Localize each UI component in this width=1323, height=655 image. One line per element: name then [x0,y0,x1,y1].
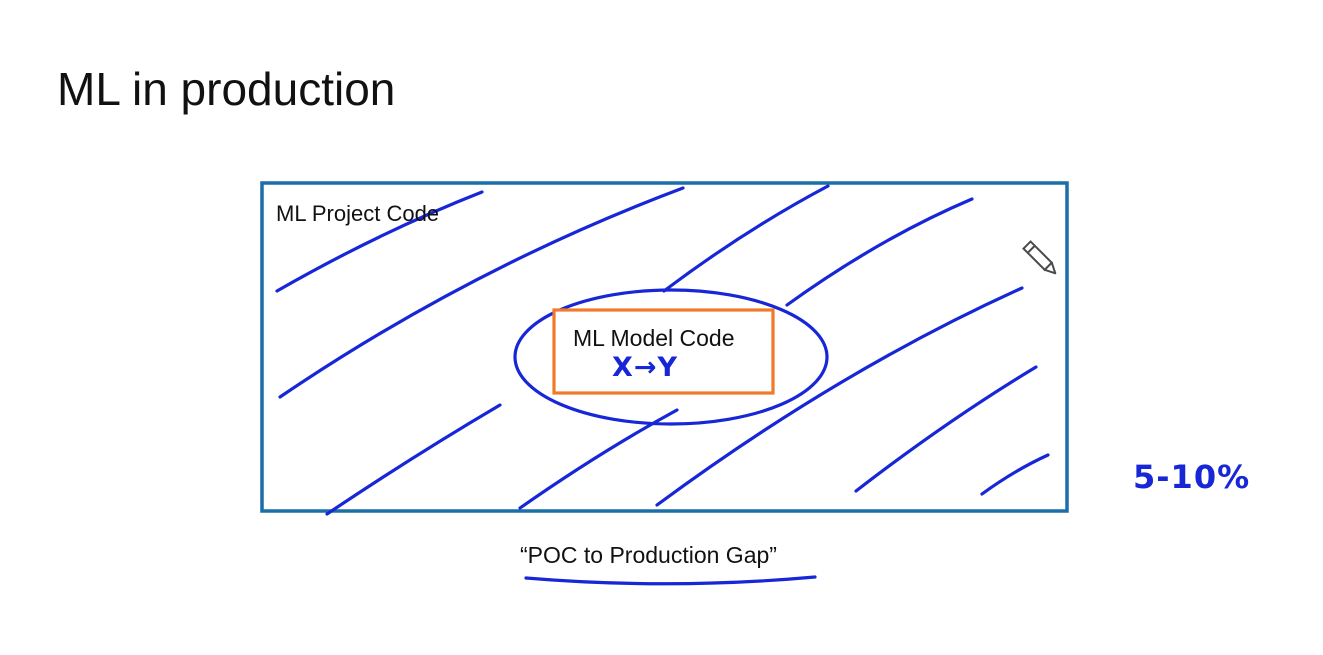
hatch-stroke [854,365,1038,493]
pencil-icon [1022,240,1057,275]
hatch-stroke [655,286,1024,507]
hatch-stroke [662,184,830,293]
hatch-stroke [275,190,484,293]
slide-title: ML in production [57,63,396,115]
hatch-stroke [518,408,679,510]
ml-project-code-label: ML Project Code [276,201,440,226]
ml-model-code-label: ML Model Code [573,325,735,351]
caption-underline [524,575,817,586]
model-code-ellipse [513,288,829,426]
hatch-stroke [325,403,502,516]
percentage-annotation: 5-10% [1133,458,1251,496]
hatch-stroke [980,453,1050,496]
ml-project-code-box [260,181,1069,513]
ml-model-code-box [552,308,775,395]
poc-gap-caption: “POC to Production Gap” [520,542,777,568]
hatch-stroke [785,197,974,307]
hatch-stroke [278,186,685,399]
hatch-strokes [275,184,1050,516]
x-to-y-annotation: X→Y [612,352,678,383]
